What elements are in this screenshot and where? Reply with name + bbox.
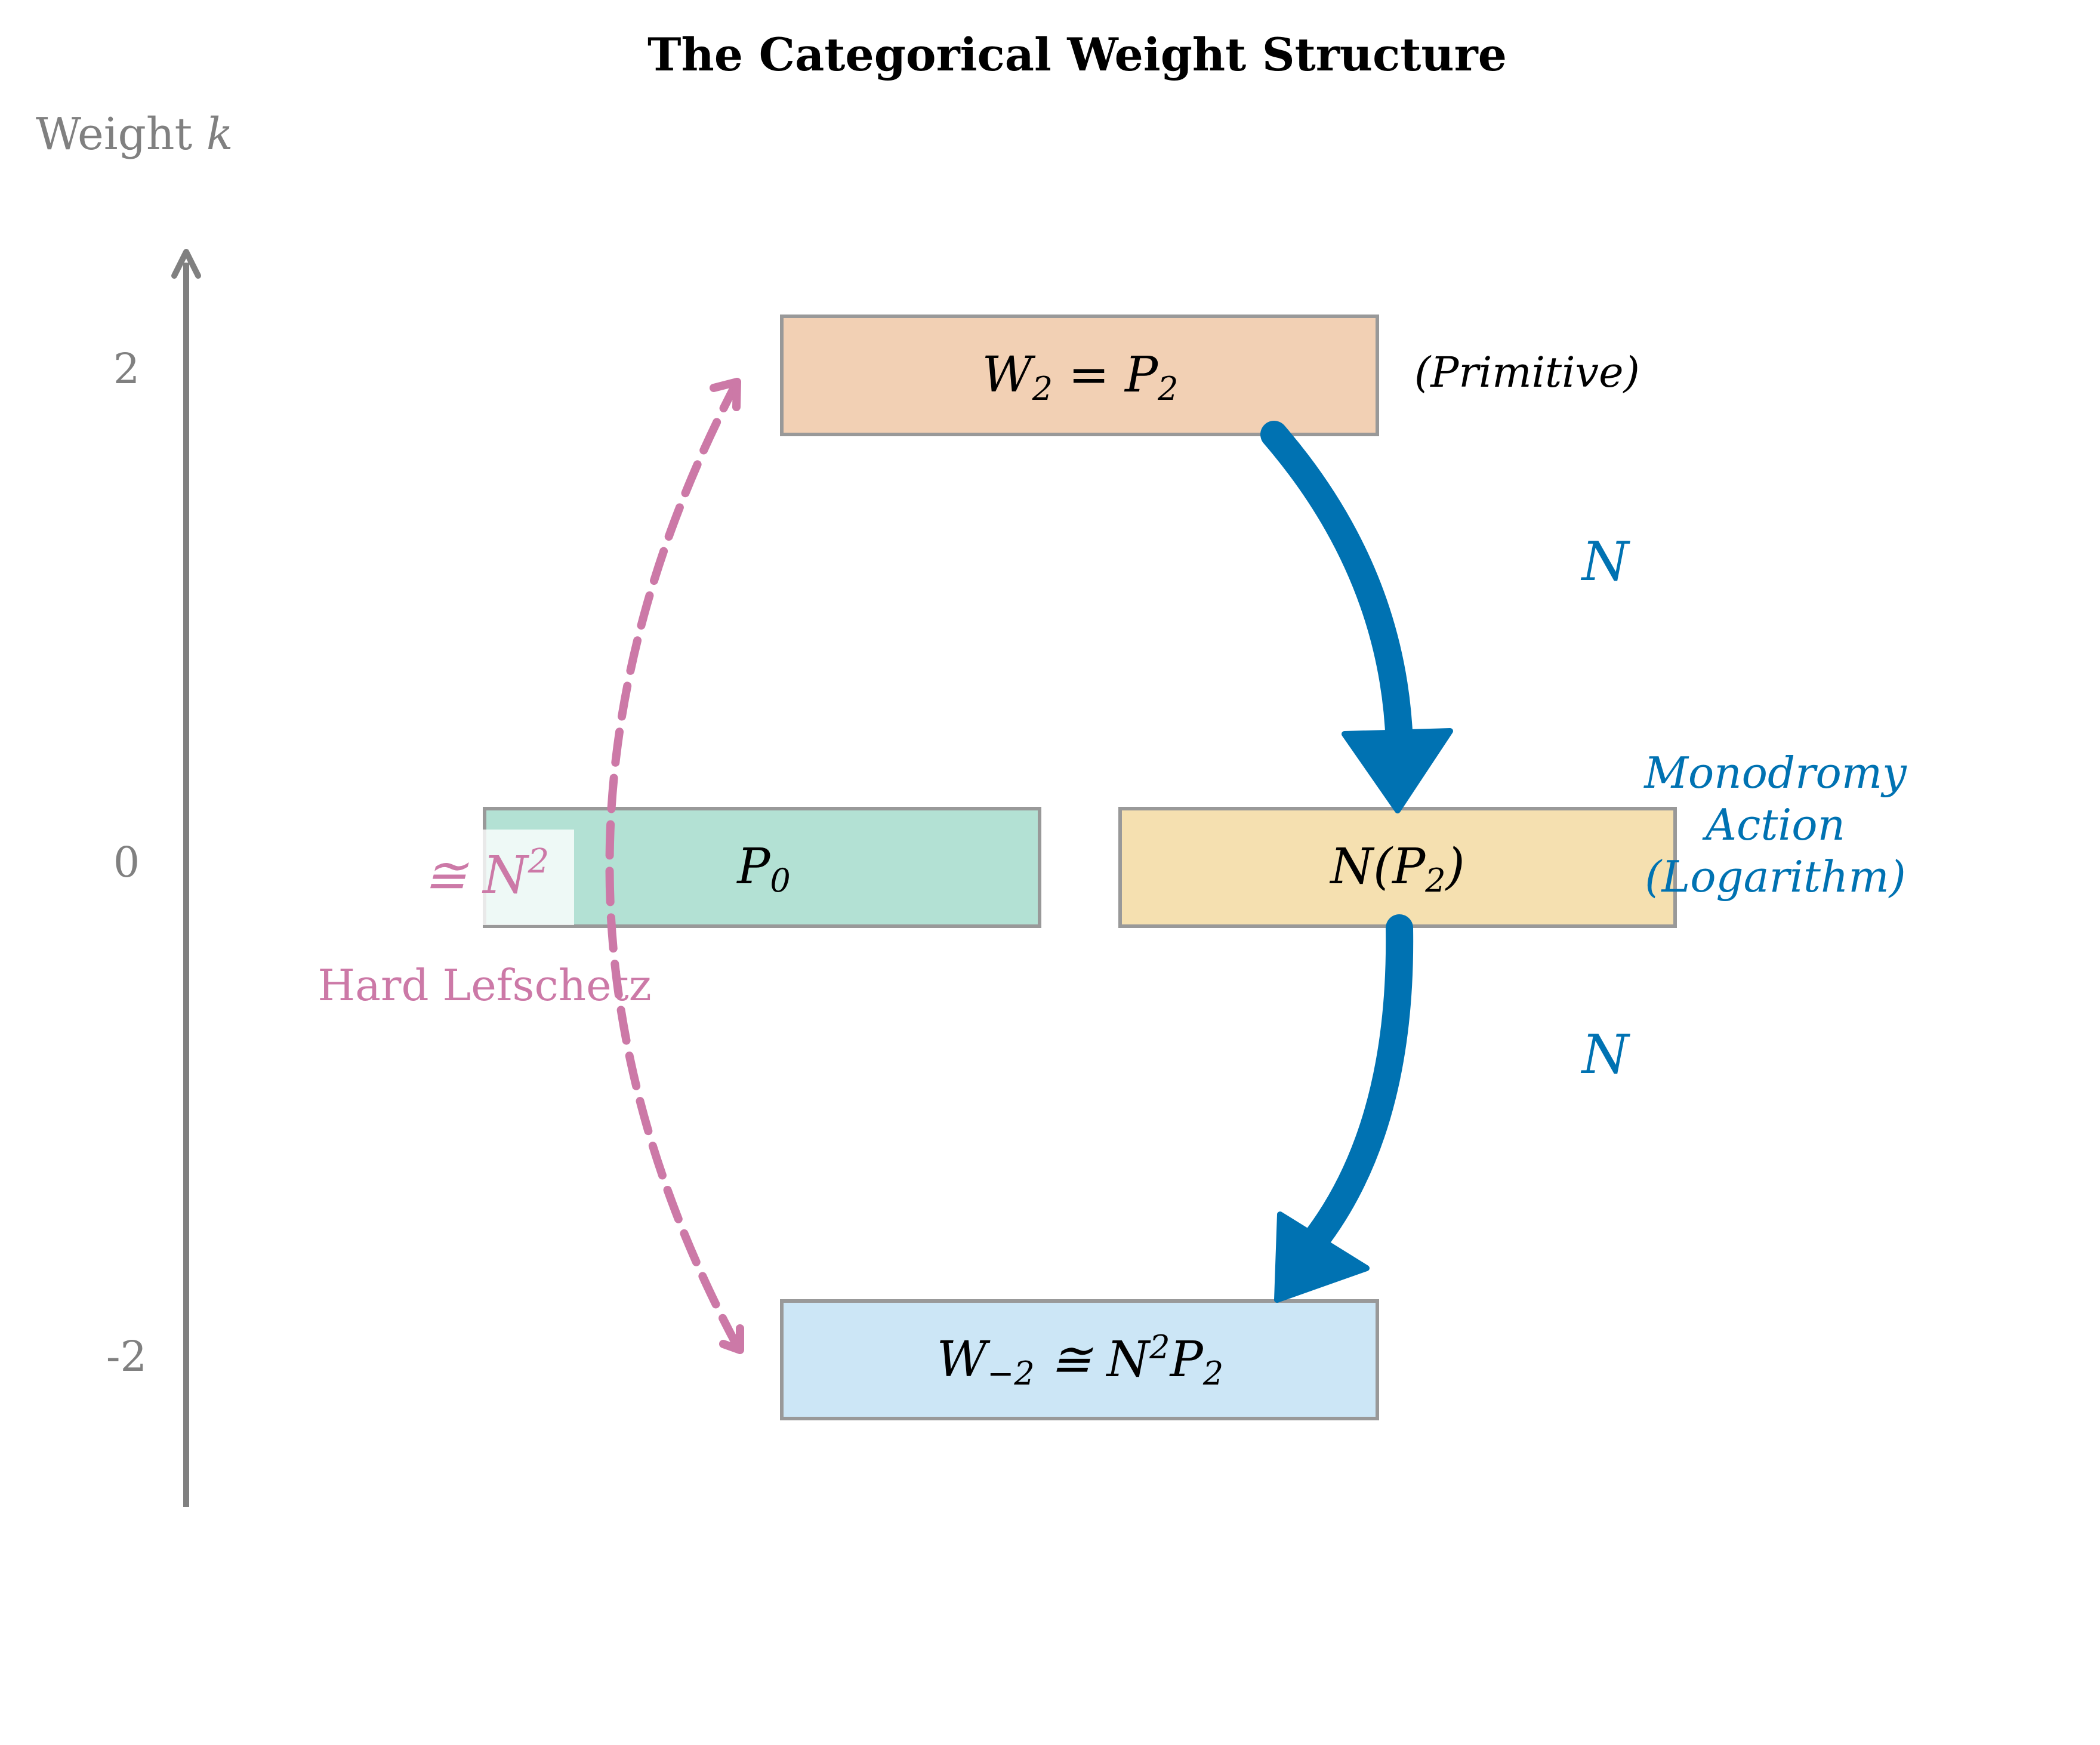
svg-text:≅ N2: ≅ N2 bbox=[424, 842, 549, 905]
box-p0-rect bbox=[483, 807, 1041, 928]
box-p0: P0 bbox=[483, 807, 1041, 928]
tick-label-minus-2: -2 bbox=[106, 1332, 147, 1381]
monodromy-label-line-3: (Logarithm) bbox=[1645, 852, 1905, 902]
n-label-top: N bbox=[1581, 531, 1631, 593]
tick-label-0: 0 bbox=[113, 838, 140, 887]
weight-axis bbox=[171, 249, 201, 1507]
box-wm2-rect bbox=[780, 1299, 1379, 1420]
monodromy-label-line-1: Monodromy bbox=[1643, 748, 1907, 798]
hard-lefschetz-label: Hard Lefschetz bbox=[317, 960, 651, 1010]
monodromy-arrow-bottom bbox=[1274, 914, 1414, 1303]
monodromy-arrow-top bbox=[1260, 421, 1453, 813]
n-label-bottom: N bbox=[1581, 1023, 1631, 1086]
box-w2-label: W2 = P2 bbox=[982, 347, 1178, 408]
monodromy-label-line-2: Action bbox=[1702, 800, 1845, 850]
diagram-title: The Categorical Weight Structure bbox=[647, 28, 1507, 81]
iso-n-squared-text: ≅ N bbox=[424, 846, 529, 905]
box-p0-label: P0 bbox=[736, 838, 791, 899]
hard-lefschetz-arrow bbox=[605, 378, 744, 1354]
iso-n-squared-sup: 2 bbox=[528, 842, 550, 881]
tick-label-2: 2 bbox=[113, 344, 140, 393]
primitive-label: (Primitive) bbox=[1414, 348, 1640, 397]
box-np2-label: N(P2) bbox=[1329, 838, 1464, 899]
axis-label: Weight k bbox=[36, 109, 233, 160]
box-n-p2: N(P2) bbox=[1118, 807, 1677, 928]
box-w2-rect bbox=[780, 315, 1379, 436]
box-wm2-label: W−2 ≅ N2P2 bbox=[937, 1328, 1223, 1392]
box-np2-rect bbox=[1118, 807, 1677, 928]
box-w-minus-2: W−2 ≅ N2P2 bbox=[780, 1299, 1379, 1420]
axis-label-variable: k bbox=[206, 109, 233, 160]
box-w2-primitive: W2 = P2 bbox=[780, 315, 1379, 436]
iso-n-squared-label: ≅ N2 bbox=[418, 830, 574, 925]
axis-label-text: Weight bbox=[36, 109, 206, 160]
